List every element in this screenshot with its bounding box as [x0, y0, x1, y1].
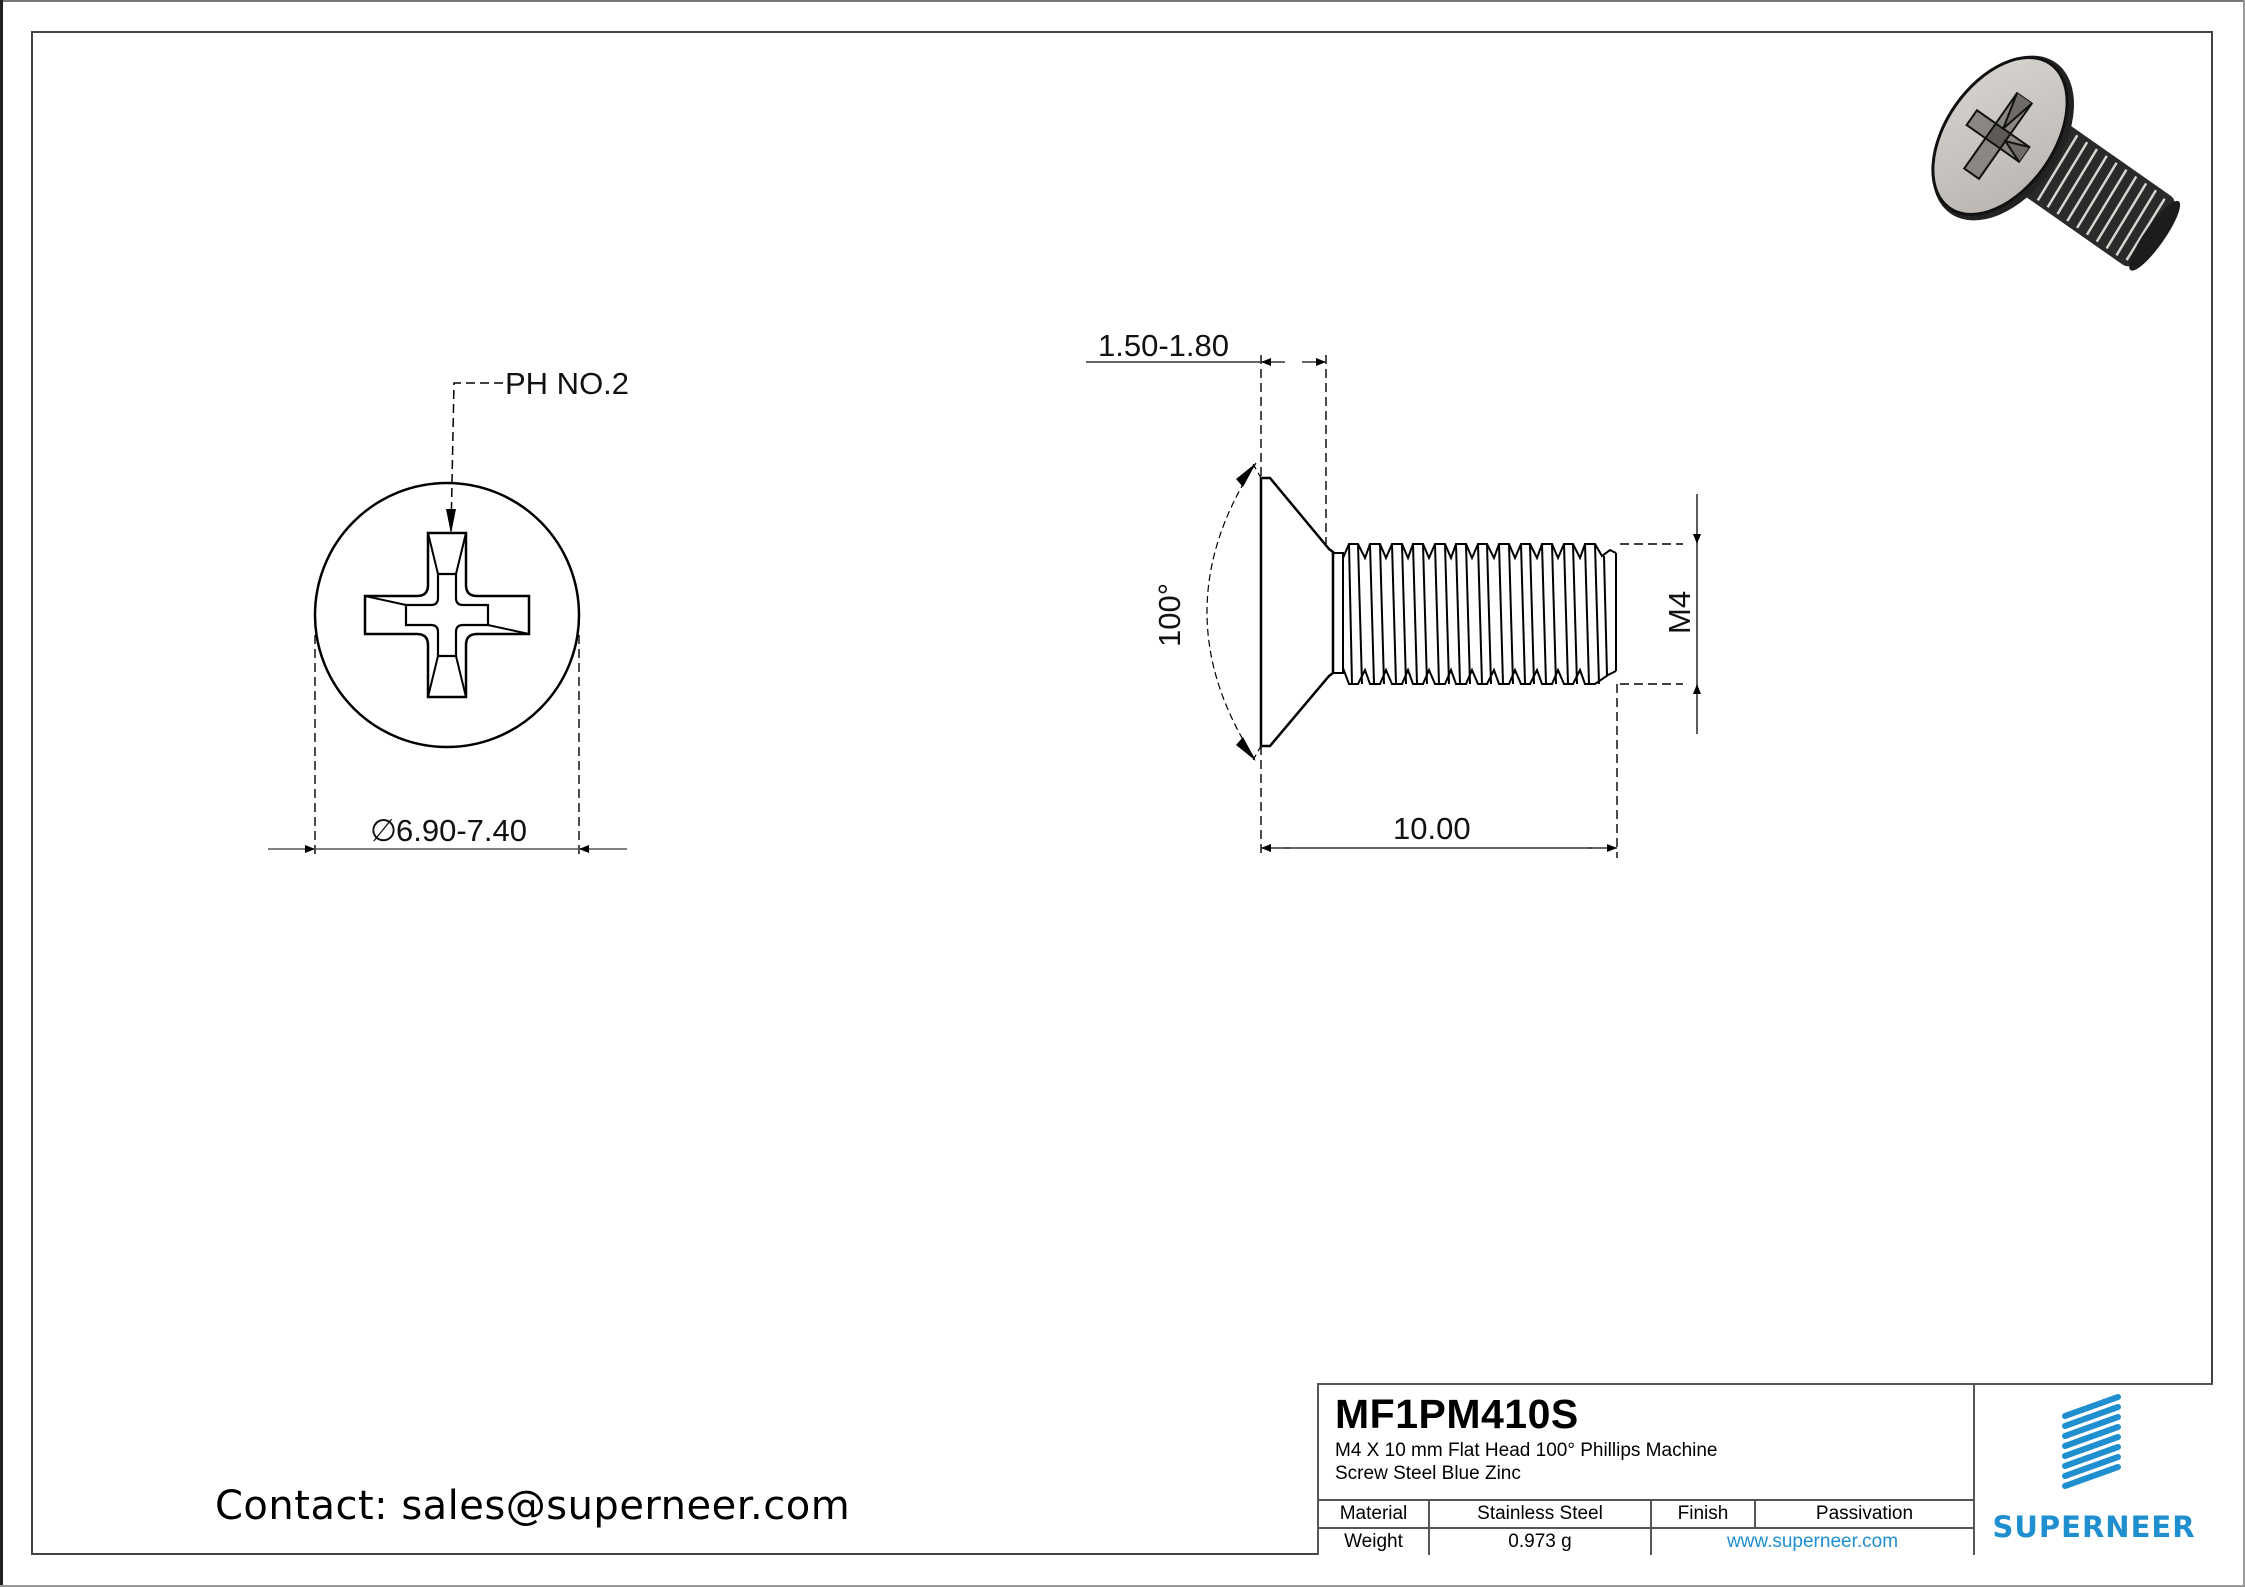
angle-arc [1206, 462, 1257, 762]
thread-size-dimension-text: M4 [1662, 591, 1697, 634]
weight-label: Weight [1319, 1527, 1430, 1555]
front-view: PH NO.2 ∅ 6.90-7.40 [268, 366, 629, 858]
iso-view-screw-render [1931, 55, 2181, 271]
table-row: Material Stainless Steel Finish Passivat… [1319, 1499, 1973, 1528]
weight-value: 0.973 g [1429, 1527, 1652, 1555]
countersunk-head-outline [1259, 476, 1335, 748]
description-line-1: M4 X 10 mm Flat Head 100° Phillips Machi… [1335, 1440, 1718, 1461]
brand-logo-area: SUPERNEER [1975, 1385, 2213, 1555]
diameter-dimension-text: 6.90-7.40 [396, 813, 527, 848]
finish-value: Passivation [1755, 1499, 1973, 1528]
part-number: MF1PM410S [1335, 1391, 1579, 1437]
phillips-recess-icon [363, 531, 531, 699]
title-block-main: MF1PM410S M4 X 10 mm Flat Head 100° Phil… [1319, 1385, 1975, 1555]
finish-label: Finish [1651, 1499, 1756, 1528]
drive-callout-text: PH NO.2 [505, 366, 629, 401]
part-description: M4 X 10 mm Flat Head 100° Phillips Machi… [1335, 1439, 1955, 1485]
length-dimension-text: 10.00 [1393, 811, 1471, 846]
description-line-2: Screw Steel Blue Zinc [1335, 1463, 1521, 1484]
superneer-logo-icon [2062, 1394, 2121, 1489]
diameter-symbol: ∅ [370, 813, 397, 848]
page-edge-bottom [0, 1585, 2245, 1587]
page-edge-left [0, 0, 3, 1587]
material-label: Material [1319, 1499, 1430, 1528]
contact-email-text: Contact: sales@superneer.com [215, 1483, 851, 1529]
table-row: Weight 0.973 g www.superneer.com [1319, 1527, 1973, 1555]
website-link[interactable]: www.superneer.com [1651, 1527, 1973, 1555]
head-angle-dimension-text: 100° [1152, 583, 1187, 647]
brand-name: SUPERNEER [1992, 1510, 2196, 1544]
title-block: MF1PM410S M4 X 10 mm Flat Head 100° Phil… [1317, 1383, 2213, 1555]
screw-head-outline [313, 481, 581, 749]
page-edge-top [0, 0, 2245, 2]
head-height-dimension-text: 1.50-1.80 [1098, 328, 1229, 363]
material-value: Stainless Steel [1429, 1499, 1652, 1528]
page-edge-right [2243, 0, 2245, 1587]
side-view: 1.50-1.80 100° M4 10.00 [1086, 328, 1701, 858]
drawing-frame [31, 31, 2213, 1555]
drive-callout-leader [450, 382, 503, 532]
thread-profile [1342, 543, 1617, 685]
properties-table: Material Stainless Steel Finish Passivat… [1319, 1499, 1973, 1555]
